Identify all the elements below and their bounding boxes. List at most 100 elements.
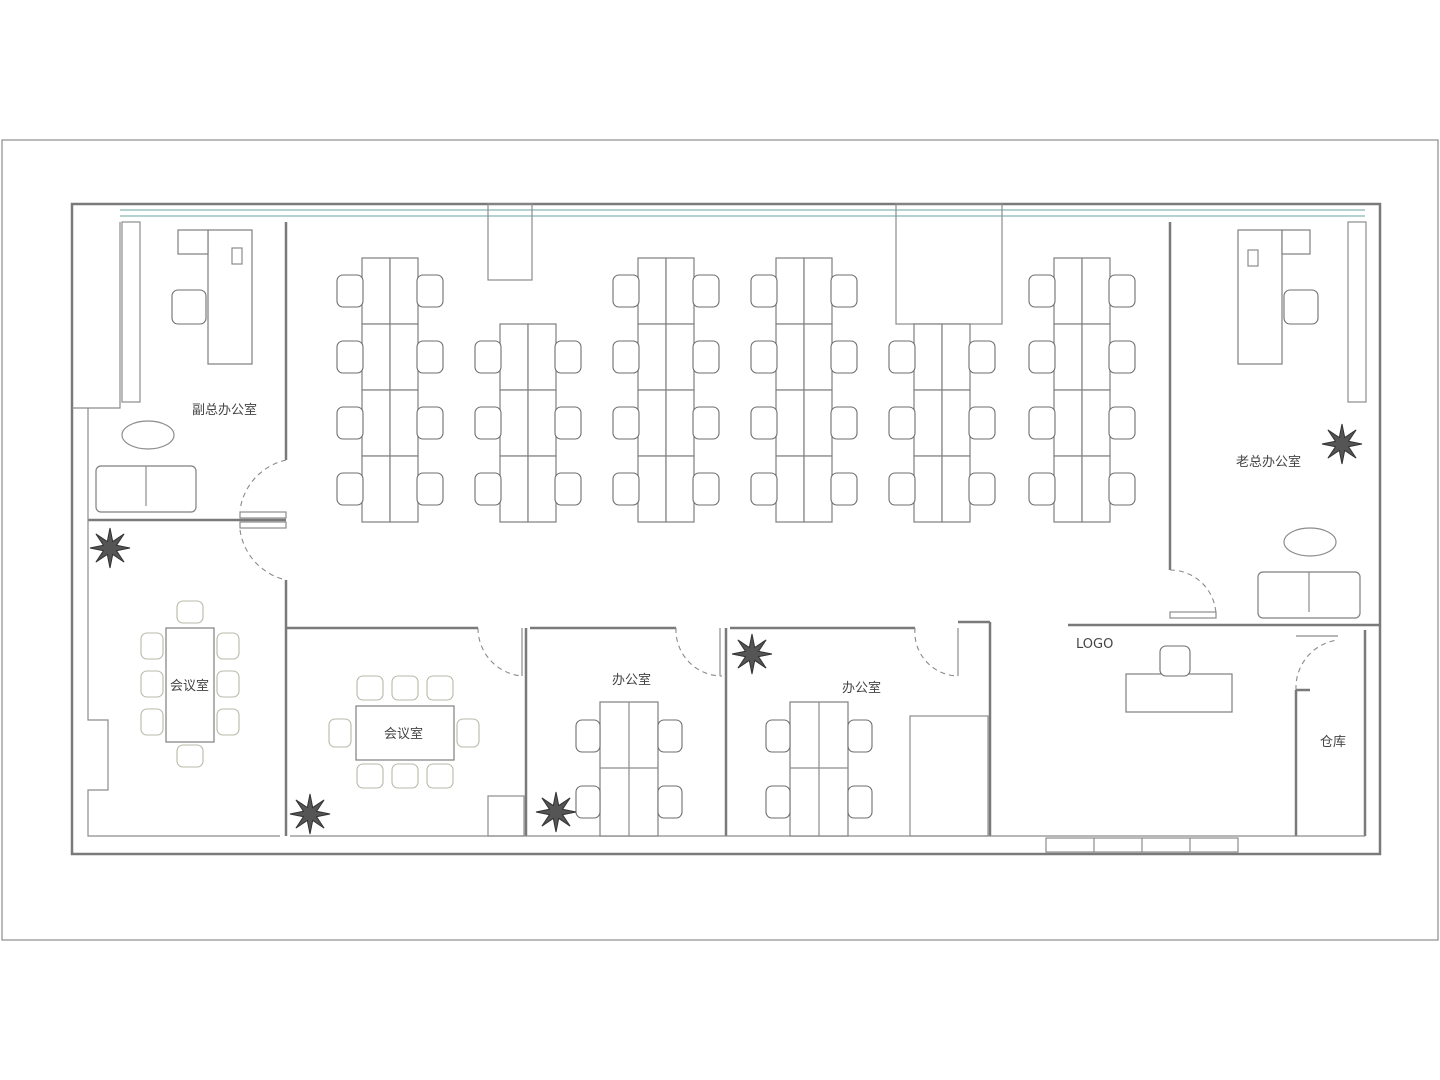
chair-icon: [1028, 274, 1056, 308]
workstation-cluster: [474, 323, 582, 523]
chair-icon: [968, 472, 996, 506]
chair-icon: [750, 472, 778, 506]
desk: [803, 455, 833, 523]
desk: [913, 323, 943, 391]
desk: [913, 455, 943, 523]
chair-icon: [657, 785, 683, 819]
desk: [665, 455, 695, 523]
room-label-office-2: 办公室: [842, 680, 881, 696]
boss-office-furniture: [1237, 229, 1361, 619]
desk: [361, 323, 391, 391]
chair-icon: [750, 340, 778, 374]
table-icon: [121, 420, 175, 450]
chair-icon: [830, 406, 858, 440]
chair-icon: [575, 719, 601, 753]
column: [895, 203, 1003, 325]
desk: [1053, 455, 1083, 523]
chair-icon: [416, 472, 444, 506]
chair-icon: [847, 785, 873, 819]
desk: [665, 257, 695, 325]
column: [487, 203, 533, 281]
chair-icon: [426, 675, 454, 701]
desk: [637, 257, 667, 325]
desk: [775, 455, 805, 523]
outer-walls: [70, 202, 1382, 856]
desk: [1053, 323, 1083, 391]
chair-icon: [612, 406, 640, 440]
main-entrance: [1045, 837, 1239, 853]
desk: [499, 389, 529, 457]
chair-icon: [554, 340, 582, 374]
chair-icon: [416, 274, 444, 308]
chair-icon: [356, 763, 384, 789]
door-swings: [239, 459, 1339, 691]
chair-icon: [328, 718, 352, 748]
reception-desk: [1125, 645, 1233, 713]
chair-icon: [1028, 340, 1056, 374]
chair-icon: [336, 340, 364, 374]
desk: [1081, 257, 1111, 325]
chair-icon: [830, 472, 858, 506]
desk: [941, 323, 971, 391]
chair-icon: [474, 472, 502, 506]
chair-icon: [692, 406, 720, 440]
chair-icon: [692, 340, 720, 374]
chair-icon: [1108, 406, 1136, 440]
desk: [361, 455, 391, 523]
desk: [1081, 455, 1111, 523]
chair-icon: [968, 340, 996, 374]
chair-icon: [1028, 472, 1056, 506]
meeting-room-left-furniture: [140, 600, 240, 768]
chair-icon: [391, 675, 419, 701]
plant-icon: [289, 793, 331, 835]
plant-icon: [731, 633, 773, 675]
desk: [941, 455, 971, 523]
desk: [499, 323, 529, 391]
desk: [361, 257, 391, 325]
chair-icon: [692, 274, 720, 308]
deputy-office-furniture: [95, 229, 253, 513]
room-label-storage: 仓库: [1320, 734, 1346, 750]
chair-icon: [336, 274, 364, 308]
chair-icon: [554, 472, 582, 506]
desk: [499, 455, 529, 523]
desk: [803, 389, 833, 457]
chair-icon: [1108, 340, 1136, 374]
workstation-cluster: [612, 257, 720, 523]
chair-icon: [692, 472, 720, 506]
drawing-frame: [1, 139, 1439, 941]
plants: [89, 423, 1363, 835]
chair-icon: [1108, 274, 1136, 308]
desk: [665, 323, 695, 391]
chair-icon: [336, 472, 364, 506]
office-2-furniture: [789, 701, 849, 837]
chair-icon: [657, 719, 683, 753]
desk: [1081, 389, 1111, 457]
desk: [775, 389, 805, 457]
chair-icon: [847, 719, 873, 753]
plant-icon: [535, 791, 577, 833]
chair-icon: [888, 472, 916, 506]
chair-icon: [830, 274, 858, 308]
desk: [1081, 323, 1111, 391]
desk: [389, 455, 419, 523]
chair-icon: [356, 675, 384, 701]
chair-icon: [575, 785, 601, 819]
chair-icon: [176, 744, 204, 768]
desk: [527, 389, 557, 457]
chair-icon: [554, 406, 582, 440]
plant-icon: [1321, 423, 1363, 465]
chair-icon: [140, 632, 164, 660]
chair-icon: [830, 340, 858, 374]
chair-icon: [426, 763, 454, 789]
desk: [637, 455, 667, 523]
room-label-deputy-office: 副总办公室: [192, 402, 257, 418]
chair-icon: [765, 719, 791, 753]
chair-icon: [140, 708, 164, 736]
chair-icon: [1108, 472, 1136, 506]
chair-icon: [176, 600, 204, 624]
desk: [775, 323, 805, 391]
desk: [527, 455, 557, 523]
interior-walls: [72, 221, 1380, 837]
computer-icon: [231, 247, 243, 265]
